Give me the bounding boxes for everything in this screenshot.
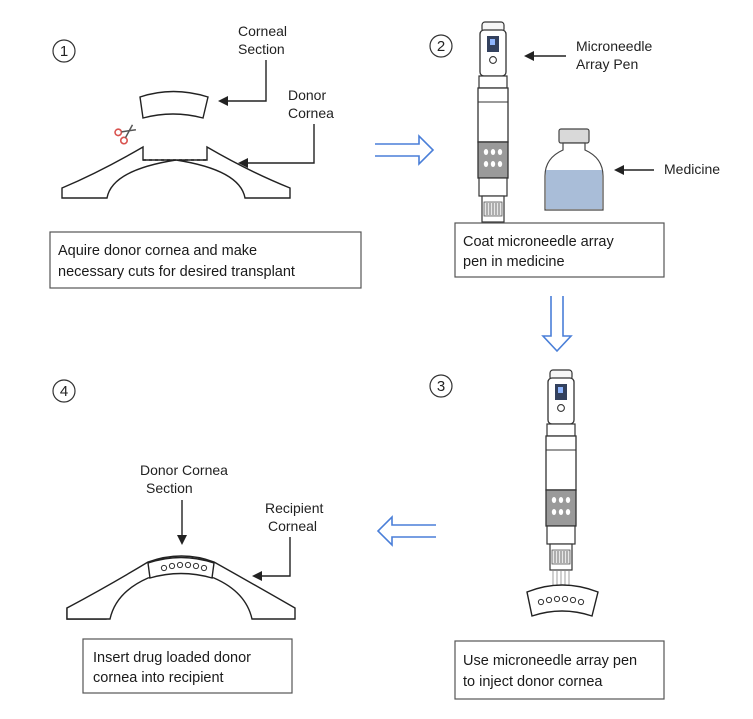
step-4-caption-line2: cornea into recipient bbox=[93, 670, 224, 686]
microneedle-pen-label-line1: Microneedle bbox=[576, 38, 652, 54]
step-2-caption-line2: pen in medicine bbox=[463, 254, 565, 270]
step-3-number: 3 bbox=[437, 378, 445, 395]
flow-arrow-icon bbox=[541, 296, 573, 353]
donor-cornea-shape bbox=[61, 145, 291, 199]
donor-cornea-section-label-line2: Section bbox=[146, 480, 193, 496]
step-4: 4 Donor Cornea Section Recipient Corneal… bbox=[52, 379, 323, 694]
step-3: 3 Use microneedle array pen to inject do… bbox=[429, 369, 665, 700]
step-1-number: 1 bbox=[60, 43, 68, 60]
scissors-icon bbox=[114, 124, 137, 145]
step-4-caption-box bbox=[82, 638, 293, 694]
step-1: 1 Corneal Section Donor Cornea Aquire do… bbox=[49, 23, 362, 289]
step-2-number: 2 bbox=[437, 38, 445, 55]
recipient-corneal-pointer bbox=[258, 537, 291, 577]
recipient-corneal-label-line2: Corneal bbox=[268, 518, 317, 534]
recipient-corneal-label-line1: Recipient bbox=[265, 500, 323, 516]
flow-arrow-icon bbox=[376, 515, 436, 547]
step-2-badge bbox=[429, 34, 453, 58]
step-2-caption-box bbox=[454, 222, 665, 278]
corneal-section-label-line2: Section bbox=[238, 41, 285, 57]
step-1-caption-line1: Aquire donor cornea and make bbox=[58, 243, 257, 259]
medicine-label: Medicine bbox=[664, 161, 720, 177]
donor-cornea-label-line1: Donor bbox=[288, 87, 326, 103]
microneedle-pen-icon bbox=[477, 21, 509, 223]
step-2: 2 Microneedle Array Pen Medicine Coat mi… bbox=[429, 21, 720, 278]
step-2-caption-line1: Coat microneedle array bbox=[463, 234, 614, 250]
microneedle-pen-label-line2: Array Pen bbox=[576, 56, 638, 72]
corneal-section-label-line1: Corneal bbox=[238, 23, 287, 39]
step-1-caption-box bbox=[49, 231, 362, 289]
donor-cornea-pointer bbox=[244, 124, 315, 164]
medicine-vial-icon bbox=[544, 128, 604, 211]
donor-cornea-section-label-line1: Donor Cornea bbox=[140, 462, 228, 478]
step-4-badge bbox=[52, 379, 76, 403]
step-4-caption-line1: Insert drug loaded donor bbox=[93, 650, 251, 666]
step-3-caption-line1: Use microneedle array pen bbox=[463, 653, 637, 669]
step-4-number: 4 bbox=[60, 383, 68, 400]
microneedle-pen-icon bbox=[545, 369, 577, 571]
step-3-caption-box bbox=[454, 640, 665, 700]
flow-arrow-icon bbox=[375, 134, 435, 166]
step-3-badge bbox=[429, 374, 453, 398]
step-1-badge bbox=[52, 39, 76, 63]
donor-cornea-label-line2: Cornea bbox=[288, 105, 334, 121]
corneal-section-shape bbox=[139, 90, 209, 119]
step-1-caption-line2: necessary cuts for desired transplant bbox=[58, 264, 295, 280]
corneal-section-pointer bbox=[224, 60, 267, 102]
step-3-caption-line2: to inject donor cornea bbox=[463, 674, 603, 690]
